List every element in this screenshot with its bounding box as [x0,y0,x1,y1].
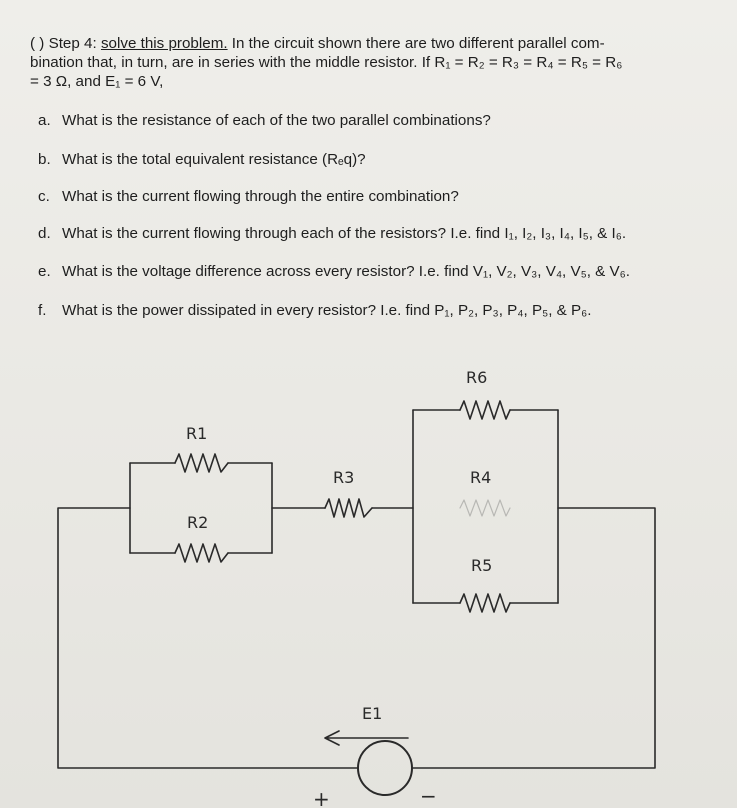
r3-label: R3 [333,468,354,487]
e1-label: E1 [362,704,382,723]
question-letter: e. [38,263,51,280]
r4-label: R4 [470,468,491,487]
question-text: What is the current flowing through each… [62,225,627,242]
problem-line-3: = 3 Ω, and E₁ = 6 V, [30,73,164,90]
checkbox-marker[interactable]: ( ) [30,35,45,52]
current-arrow-icon [324,730,409,746]
question-d: d. What is the current flowing through ea… [38,224,728,243]
question-letter: c. [38,188,50,205]
problem-line-1: In the circuit shown there are two diffe… [227,35,605,52]
r6-label: R6 [466,368,487,387]
wire-outer-right [411,507,656,769]
question-letter: d. [38,225,51,242]
battery-e1-symbol [357,740,413,796]
question-letter: f. [38,302,47,319]
question-b: b. What is the total equivalent resistanc… [38,150,728,169]
problem-statement: ( ) Step 4: solve this problem. In the c… [30,34,720,91]
question-text: What is the voltage difference across ev… [62,263,631,280]
resistor-r1-symbol [174,453,229,473]
question-a: a. What is the resistance of each of the … [38,111,728,130]
question-letter: a. [38,112,51,129]
question-text: What is the resistance of each of the tw… [62,112,491,129]
step-label: Step 4: [48,35,97,52]
step-instruction-link[interactable]: solve this problem. [100,35,228,52]
resistor-r2-symbol [174,543,229,563]
resistor-r3-symbol [324,498,373,518]
question-e: e. What is the voltage difference across … [38,262,728,281]
question-c: c. What is the current flowing through th… [38,187,728,206]
r1-label: R1 [186,424,207,443]
plus-terminal-label: + [313,787,330,808]
resistor-r4-symbol [459,499,511,517]
question-text: What is the current flowing through the … [62,188,459,205]
minus-terminal-label: − [420,784,437,808]
r5-label: R5 [471,556,492,575]
resistor-r6-symbol [459,400,511,420]
question-text: What is the total equivalent resistance … [62,151,366,168]
r2-label: R2 [187,513,208,532]
resistor-r5-symbol [459,593,511,613]
question-text: What is the power dissipated in every re… [62,302,592,319]
question-f: f. What is the power dissipated in every … [38,301,728,320]
wire-outer-left [57,507,359,769]
question-letter: b. [38,151,51,168]
problem-line-2: bination that, in turn, are in series wi… [30,54,623,71]
